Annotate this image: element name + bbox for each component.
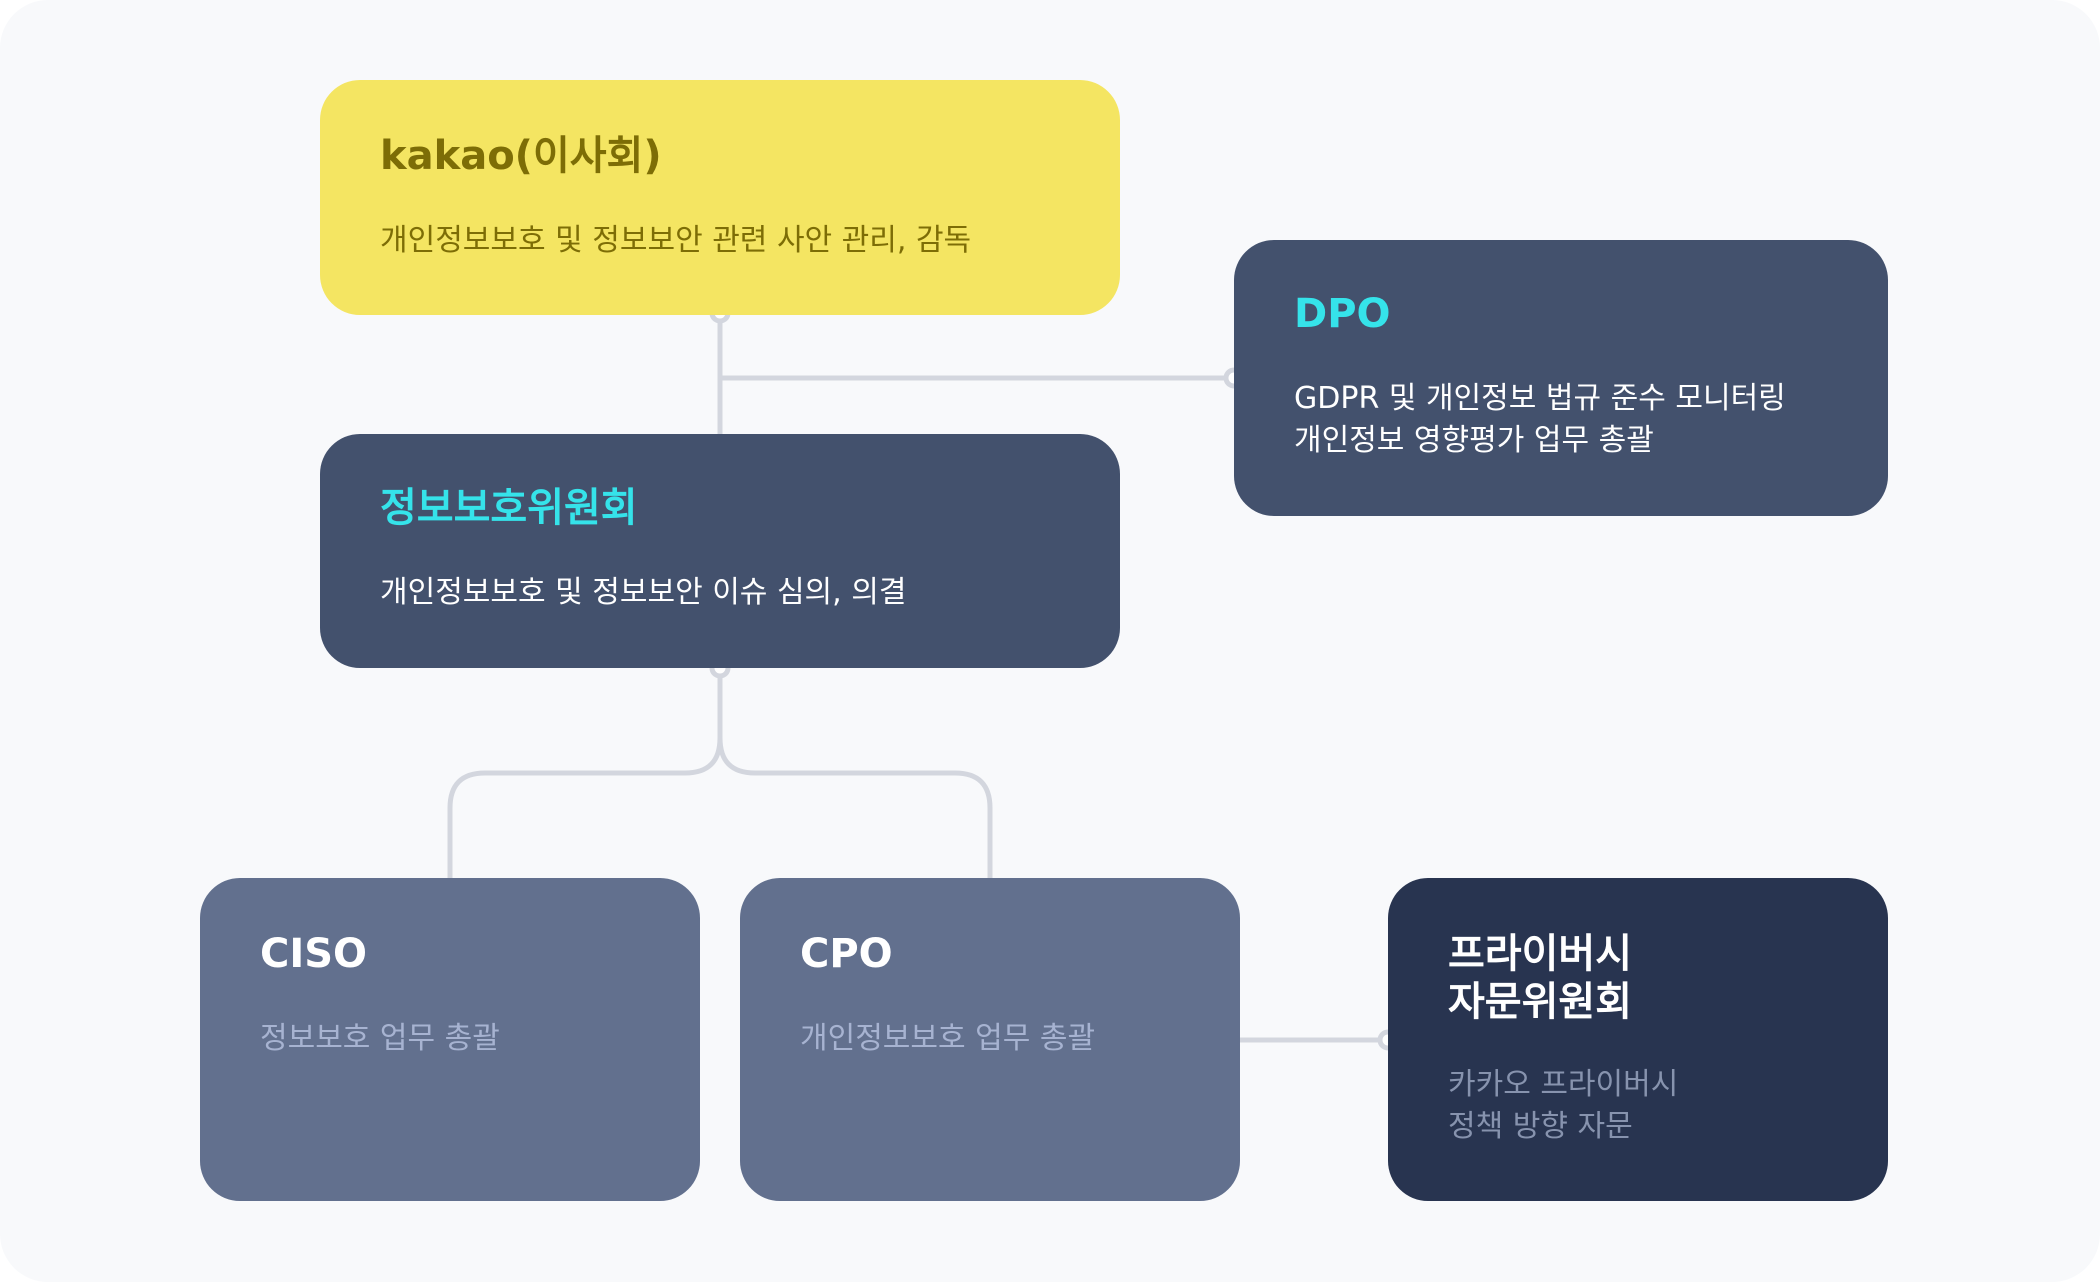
ciso-card: CISO 정보보호 업무 총괄: [200, 878, 700, 1201]
committee-title: 정보보호위원회: [380, 485, 638, 531]
committee-to-cpo-line: [717, 735, 993, 881]
advisory-description: 카카오 프라이버시 정책 방향 자문: [1448, 1067, 1679, 1144]
dpo-description: GDPR 및 개인정보 법규 준수 모니터링 개인정보 영향평가 업무 총괄: [1294, 381, 1786, 458]
committee-card: 정보보호위원회 개인정보보호 및 정보보안 이슈 심의, 의결: [320, 434, 1120, 668]
dpo-card: DPO GDPR 및 개인정보 법규 준수 모니터링 개인정보 영향평가 업무 …: [1234, 240, 1888, 516]
cpo-card: CPO 개인정보보호 업무 총괄: [740, 878, 1240, 1201]
board-description: 개인정보보호 및 정보보안 관련 사안 관리, 감독: [380, 223, 972, 258]
advisory-title: 프라이버시 자문위원회: [1448, 931, 1632, 1025]
advisory-card: 프라이버시 자문위원회 카카오 프라이버시 정책 방향 자문: [1388, 878, 1888, 1201]
committee-to-ciso-line: [447, 665, 723, 881]
cpo-title: CPO: [800, 931, 893, 977]
board-card: kakao(이사회) 개인정보보호 및 정보보안 관련 사안 관리, 감독: [320, 80, 1120, 315]
cpo-description: 개인정보보호 업무 총괄: [800, 1021, 1096, 1056]
ciso-description: 정보보호 업무 총괄: [260, 1021, 500, 1056]
dpo-title: DPO: [1294, 291, 1391, 337]
committee-description: 개인정보보호 및 정보보안 이슈 심의, 의결: [380, 575, 907, 610]
ciso-title: CISO: [260, 931, 368, 977]
board-title: kakao(이사회): [380, 133, 662, 179]
